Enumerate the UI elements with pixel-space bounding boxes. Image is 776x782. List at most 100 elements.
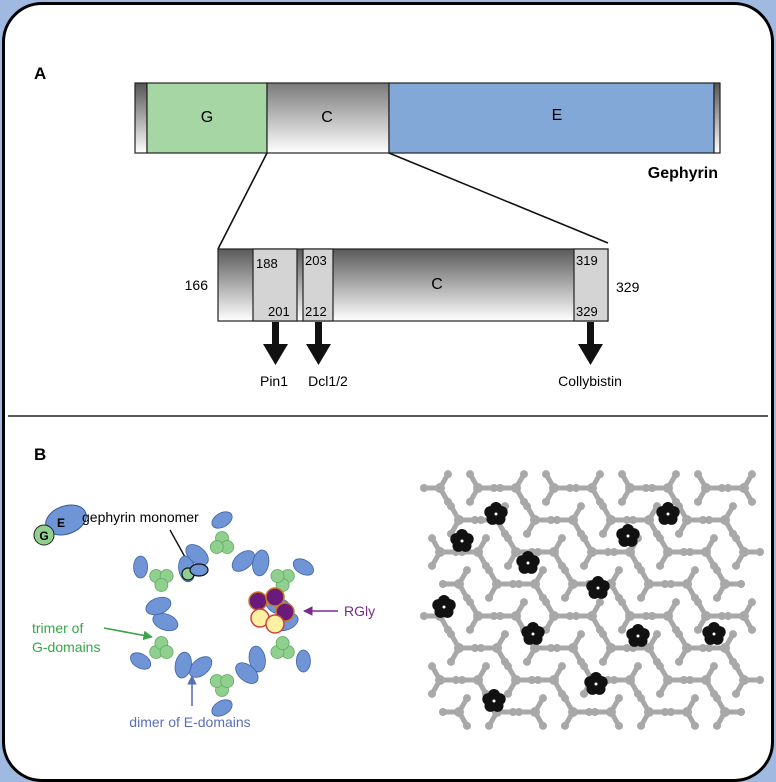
lattice-node xyxy=(580,534,612,570)
lattice-node xyxy=(428,662,460,698)
lattice-node xyxy=(466,598,498,634)
lattice-node xyxy=(675,502,707,538)
trimer-arrow xyxy=(103,627,153,641)
receptor-cluster xyxy=(516,551,540,574)
lattice-node xyxy=(534,662,566,698)
monomer-e-label: E xyxy=(57,516,65,530)
panel-a: A G C E Gephyrin 188 201 203 212 319 xyxy=(34,64,721,389)
lattice-node xyxy=(458,662,490,698)
binding-arrows xyxy=(263,322,603,365)
monomer-g-label: G xyxy=(39,529,48,543)
lattice-node xyxy=(637,566,669,602)
lattice-node xyxy=(599,630,631,666)
lattice-node xyxy=(447,630,479,666)
dimer-annotation: dimer of E-domains xyxy=(129,714,250,730)
lattice-node xyxy=(713,566,745,602)
lattice-node xyxy=(732,534,764,570)
g-trimer xyxy=(209,531,235,554)
receptor-cluster xyxy=(482,689,506,712)
lattice-node xyxy=(610,662,642,698)
g-domain xyxy=(146,82,268,154)
lattice-node xyxy=(477,630,509,666)
g-trimer xyxy=(270,636,295,659)
monomer-g-domain xyxy=(33,524,55,546)
lattice-node xyxy=(515,694,547,730)
g-trimer xyxy=(149,636,174,659)
e-domain-label: E xyxy=(552,107,563,124)
lattice-node xyxy=(618,470,650,506)
panel-b: B G E gephyrin monomer RGly trimer of G-… xyxy=(32,445,764,730)
e-dimer xyxy=(235,645,266,684)
lattice-node xyxy=(420,470,452,506)
lattice-node xyxy=(496,598,528,634)
lattice-node xyxy=(724,470,756,506)
e-dimer xyxy=(178,544,209,583)
gephyrin-bar: G C E xyxy=(134,82,721,154)
lattice-node xyxy=(694,598,726,634)
segment-3-bottom: 329 xyxy=(576,304,598,319)
lattice-node xyxy=(428,534,460,570)
c-domain-label: C xyxy=(321,109,333,126)
trimer-annotation-2: G-domains xyxy=(32,639,100,655)
segment-188-201 xyxy=(252,248,298,322)
lattice-node xyxy=(572,470,604,506)
lattice-node xyxy=(675,630,707,666)
gephyrin-lattice xyxy=(420,470,764,730)
panel-b-label: B xyxy=(34,445,46,464)
arrow-dcl xyxy=(306,322,331,365)
lattice-node xyxy=(553,630,585,666)
c-domain xyxy=(266,82,390,154)
segment-3-top: 319 xyxy=(576,253,598,268)
receptor-cluster xyxy=(626,624,650,647)
lattice-node xyxy=(561,694,593,730)
lattice-node xyxy=(504,534,536,570)
e-domain-outer xyxy=(211,511,233,529)
c-domain-detail: 188 201 203 212 319 329 C 166 329 xyxy=(185,248,640,322)
lattice-node xyxy=(447,502,479,538)
detail-center-label: C xyxy=(431,276,443,293)
e-domain-outer xyxy=(296,649,311,673)
e-domain-outer xyxy=(292,558,314,576)
n-terminal-edge xyxy=(134,82,148,154)
e-domain-outer xyxy=(133,555,148,579)
monomer-legend: G E xyxy=(33,504,87,546)
arrow-pin1 xyxy=(263,322,288,365)
lattice-node xyxy=(504,662,536,698)
detail-end: 329 xyxy=(616,279,640,295)
lattice-node xyxy=(713,694,745,730)
rgly-receptor xyxy=(248,587,295,634)
rgly-annotation: RGly xyxy=(344,603,375,619)
panel-a-label: A xyxy=(34,64,46,83)
gephyrin-hexagonal-ring xyxy=(130,511,314,717)
lattice-node xyxy=(542,598,574,634)
lattice-node xyxy=(439,694,471,730)
lattice-node xyxy=(656,534,688,570)
e-dimer xyxy=(174,651,213,679)
lattice-node xyxy=(591,694,623,730)
zoom-line-right xyxy=(388,152,609,244)
lattice-node xyxy=(572,598,604,634)
lattice-node xyxy=(629,630,661,666)
lattice-node xyxy=(599,502,631,538)
segment-1-top: 188 xyxy=(256,256,278,271)
lattice-node xyxy=(439,566,471,602)
trimer-annotation-1: trimer of xyxy=(32,620,83,636)
segment-319-329 xyxy=(573,248,609,322)
receptor-cluster xyxy=(432,595,456,618)
receptor-cluster xyxy=(521,622,545,645)
partner-pin1: Pin1 xyxy=(260,373,288,389)
receptor-cluster xyxy=(450,529,474,552)
lattice-node xyxy=(561,566,593,602)
lattice-node xyxy=(724,598,756,634)
lattice-node xyxy=(485,566,517,602)
segment-1-bottom: 201 xyxy=(268,304,290,319)
lattice-node xyxy=(542,470,574,506)
g-trimer xyxy=(149,569,174,592)
e-domain-outer xyxy=(130,652,152,670)
e-dimer xyxy=(145,596,179,632)
lattice-node xyxy=(686,534,718,570)
detail-start: 166 xyxy=(185,277,209,293)
lattice-node xyxy=(705,502,737,538)
lattice-node xyxy=(618,598,650,634)
